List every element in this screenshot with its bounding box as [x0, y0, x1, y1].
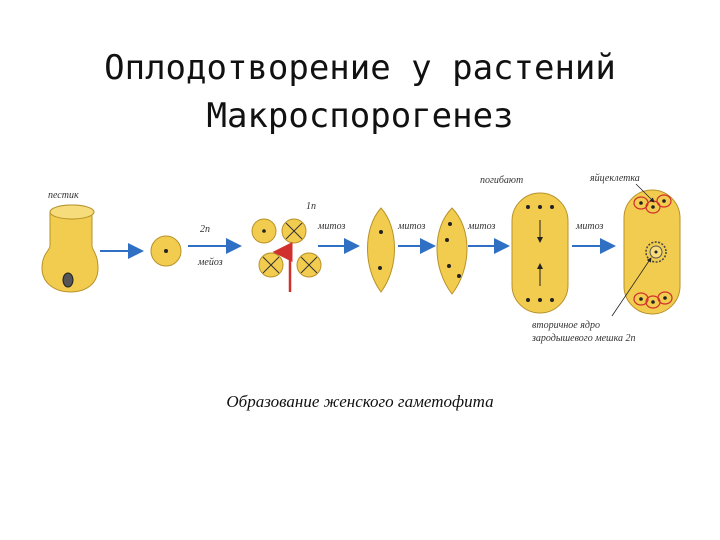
figure-caption: Образование женского гаметофита — [226, 392, 494, 411]
megasporogenesis-diagram: пестик 2n мейоз 1n митоз митоз — [41, 173, 681, 344]
label-mitoz-1: митоз — [317, 221, 345, 232]
page-title-line-2: Макроспорогенез — [206, 96, 514, 136]
tetrad-cell-bottom-left — [258, 252, 284, 278]
embryo-sac-8-nuclei — [511, 192, 569, 314]
tetrad-cell-top-right — [281, 218, 307, 244]
label-yaytsekletka: яйцеклетка — [589, 173, 640, 184]
pointer-egg — [635, 183, 655, 203]
embryo-sac-4-nuclei — [436, 207, 468, 295]
tetrad-cell-bottom-right — [296, 252, 322, 278]
pistil-shape — [41, 204, 99, 293]
page-title-line-1: Оплодотворение у растений — [104, 48, 616, 88]
tetrad-cell-top-left — [251, 218, 277, 244]
label-mitoz-3: митоз — [467, 221, 495, 232]
megaspore-mother-cell — [150, 235, 182, 267]
label-mitoz-2: митоз — [397, 221, 425, 232]
label-mitoz-4: митоз — [575, 221, 603, 232]
embryo-sac-2-nuclei — [367, 207, 395, 293]
pointer-secondary-nucleus — [611, 257, 652, 317]
label-2n: 2n — [200, 224, 210, 235]
mature-embryo-sac — [623, 189, 681, 315]
label-secondary-nucleus-1: вторичное ядро — [532, 320, 600, 331]
label-pestik: пестик — [48, 190, 79, 201]
label-secondary-nucleus-2: зародышевого мешка 2n — [531, 333, 636, 344]
label-1n: 1n — [306, 201, 316, 212]
label-pogibayut: погибают — [480, 175, 523, 186]
label-meioz: мейоз — [197, 257, 223, 268]
